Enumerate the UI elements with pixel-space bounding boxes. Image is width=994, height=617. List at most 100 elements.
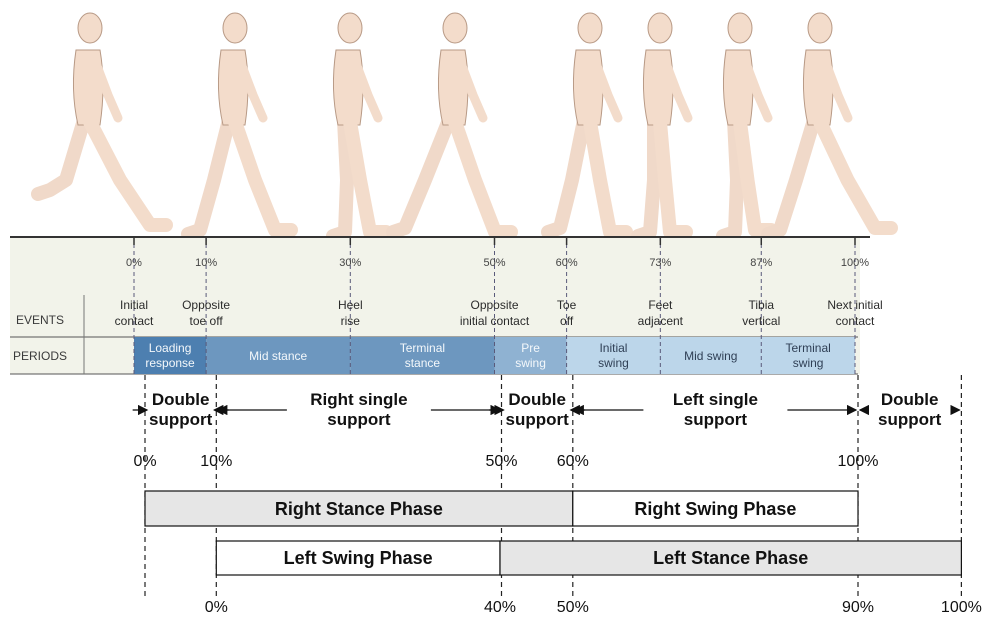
period-label-line: Mid stance [249,349,307,363]
support-label-line: Double [881,390,939,409]
support-label-line: support [149,410,213,429]
head [222,12,248,44]
period-label-line: swing [515,356,546,370]
support-label-line: support [878,410,942,429]
period-bars [134,337,855,374]
period-label-line: Pre [521,341,540,355]
left-percent: 40% [484,599,516,616]
periods-header: PERIODS [13,349,67,363]
right-phase-label: Right Swing Phase [634,499,796,519]
walking-figures [31,12,898,243]
walking-figure [326,12,393,243]
period-label-line: Mid swing [684,349,737,363]
left-percent: 100% [941,599,982,616]
event-label-line: Opposite [182,298,230,312]
support-label-line: Double [508,390,566,409]
period-label: Mid stance [249,349,307,363]
leading-leg [83,115,173,232]
event-label-line: Feet [648,298,673,312]
right-phase-label: Right Stance Phase [275,499,443,519]
event-label: Opposite initial contact [460,298,530,328]
event-label-line: Opposite [470,298,518,312]
right-percent: 10% [200,453,232,470]
event-percent: 60% [556,257,578,269]
period-label-line: stance [405,356,441,370]
arm [349,53,383,123]
event-percent: 87% [750,257,772,269]
support-label-line: support [506,410,570,429]
event-percent: 10% [195,257,217,269]
event-label-line: contact [836,314,875,328]
arm [234,53,268,123]
walking-figure [181,12,298,241]
event-label-line: adjacent [638,314,684,328]
head [577,12,603,44]
event-markers [133,237,856,374]
event-label-line: initial contact [460,314,530,328]
period-label-line: swing [793,356,824,370]
period-bar [660,337,762,374]
right-percent: 100% [838,453,879,470]
left-phase-bar [499,540,962,576]
event-percent: 100% [841,257,869,269]
right-phase-percent-scale: 0%10%50%60%100% [133,453,878,470]
arm [589,53,623,123]
event-percent: 0% [126,257,142,269]
period-bar [566,337,661,374]
period-bar [134,337,207,374]
head [807,12,833,44]
leading-leg [653,115,693,239]
events-header: EVENTS [16,313,64,327]
events-periods-table: EVENTS PERIODS 0% Initial contact 10% Opposi… [10,237,883,375]
period-label-line: response [145,356,195,370]
head [647,12,673,44]
left-phase-bar [215,540,501,576]
head [337,12,363,44]
event-label-line: Initial [120,298,148,312]
trailing-leg [541,113,591,239]
walking-figure [716,12,778,243]
walking-figure [31,12,173,232]
event-label-line: off [560,314,574,328]
arm [454,53,488,123]
leading-leg [733,115,778,237]
left-percent: 50% [557,599,589,616]
leading-leg [448,115,518,239]
event-percent: 30% [339,257,361,269]
event-label-line: rise [341,314,361,328]
leading-leg [228,115,298,237]
right-percent: 0% [133,453,156,470]
support-label-line: support [684,410,748,429]
leading-leg [583,115,633,239]
trailing-leg [31,113,91,201]
arm [89,53,123,123]
head [727,12,753,44]
trailing-leg [716,113,744,243]
walking-figure [541,12,633,239]
arm [739,53,773,123]
period-label-line: swing [598,356,629,370]
right-phase-bar [572,490,859,527]
period-label-line: Loading [149,341,192,355]
period-label-line: Terminal [785,341,830,355]
event-label-line: vertical [742,314,780,328]
event-percent: 50% [483,257,505,269]
support-label-line: Right single [310,390,407,409]
event-label-line: contact [115,314,154,328]
head [442,12,468,44]
